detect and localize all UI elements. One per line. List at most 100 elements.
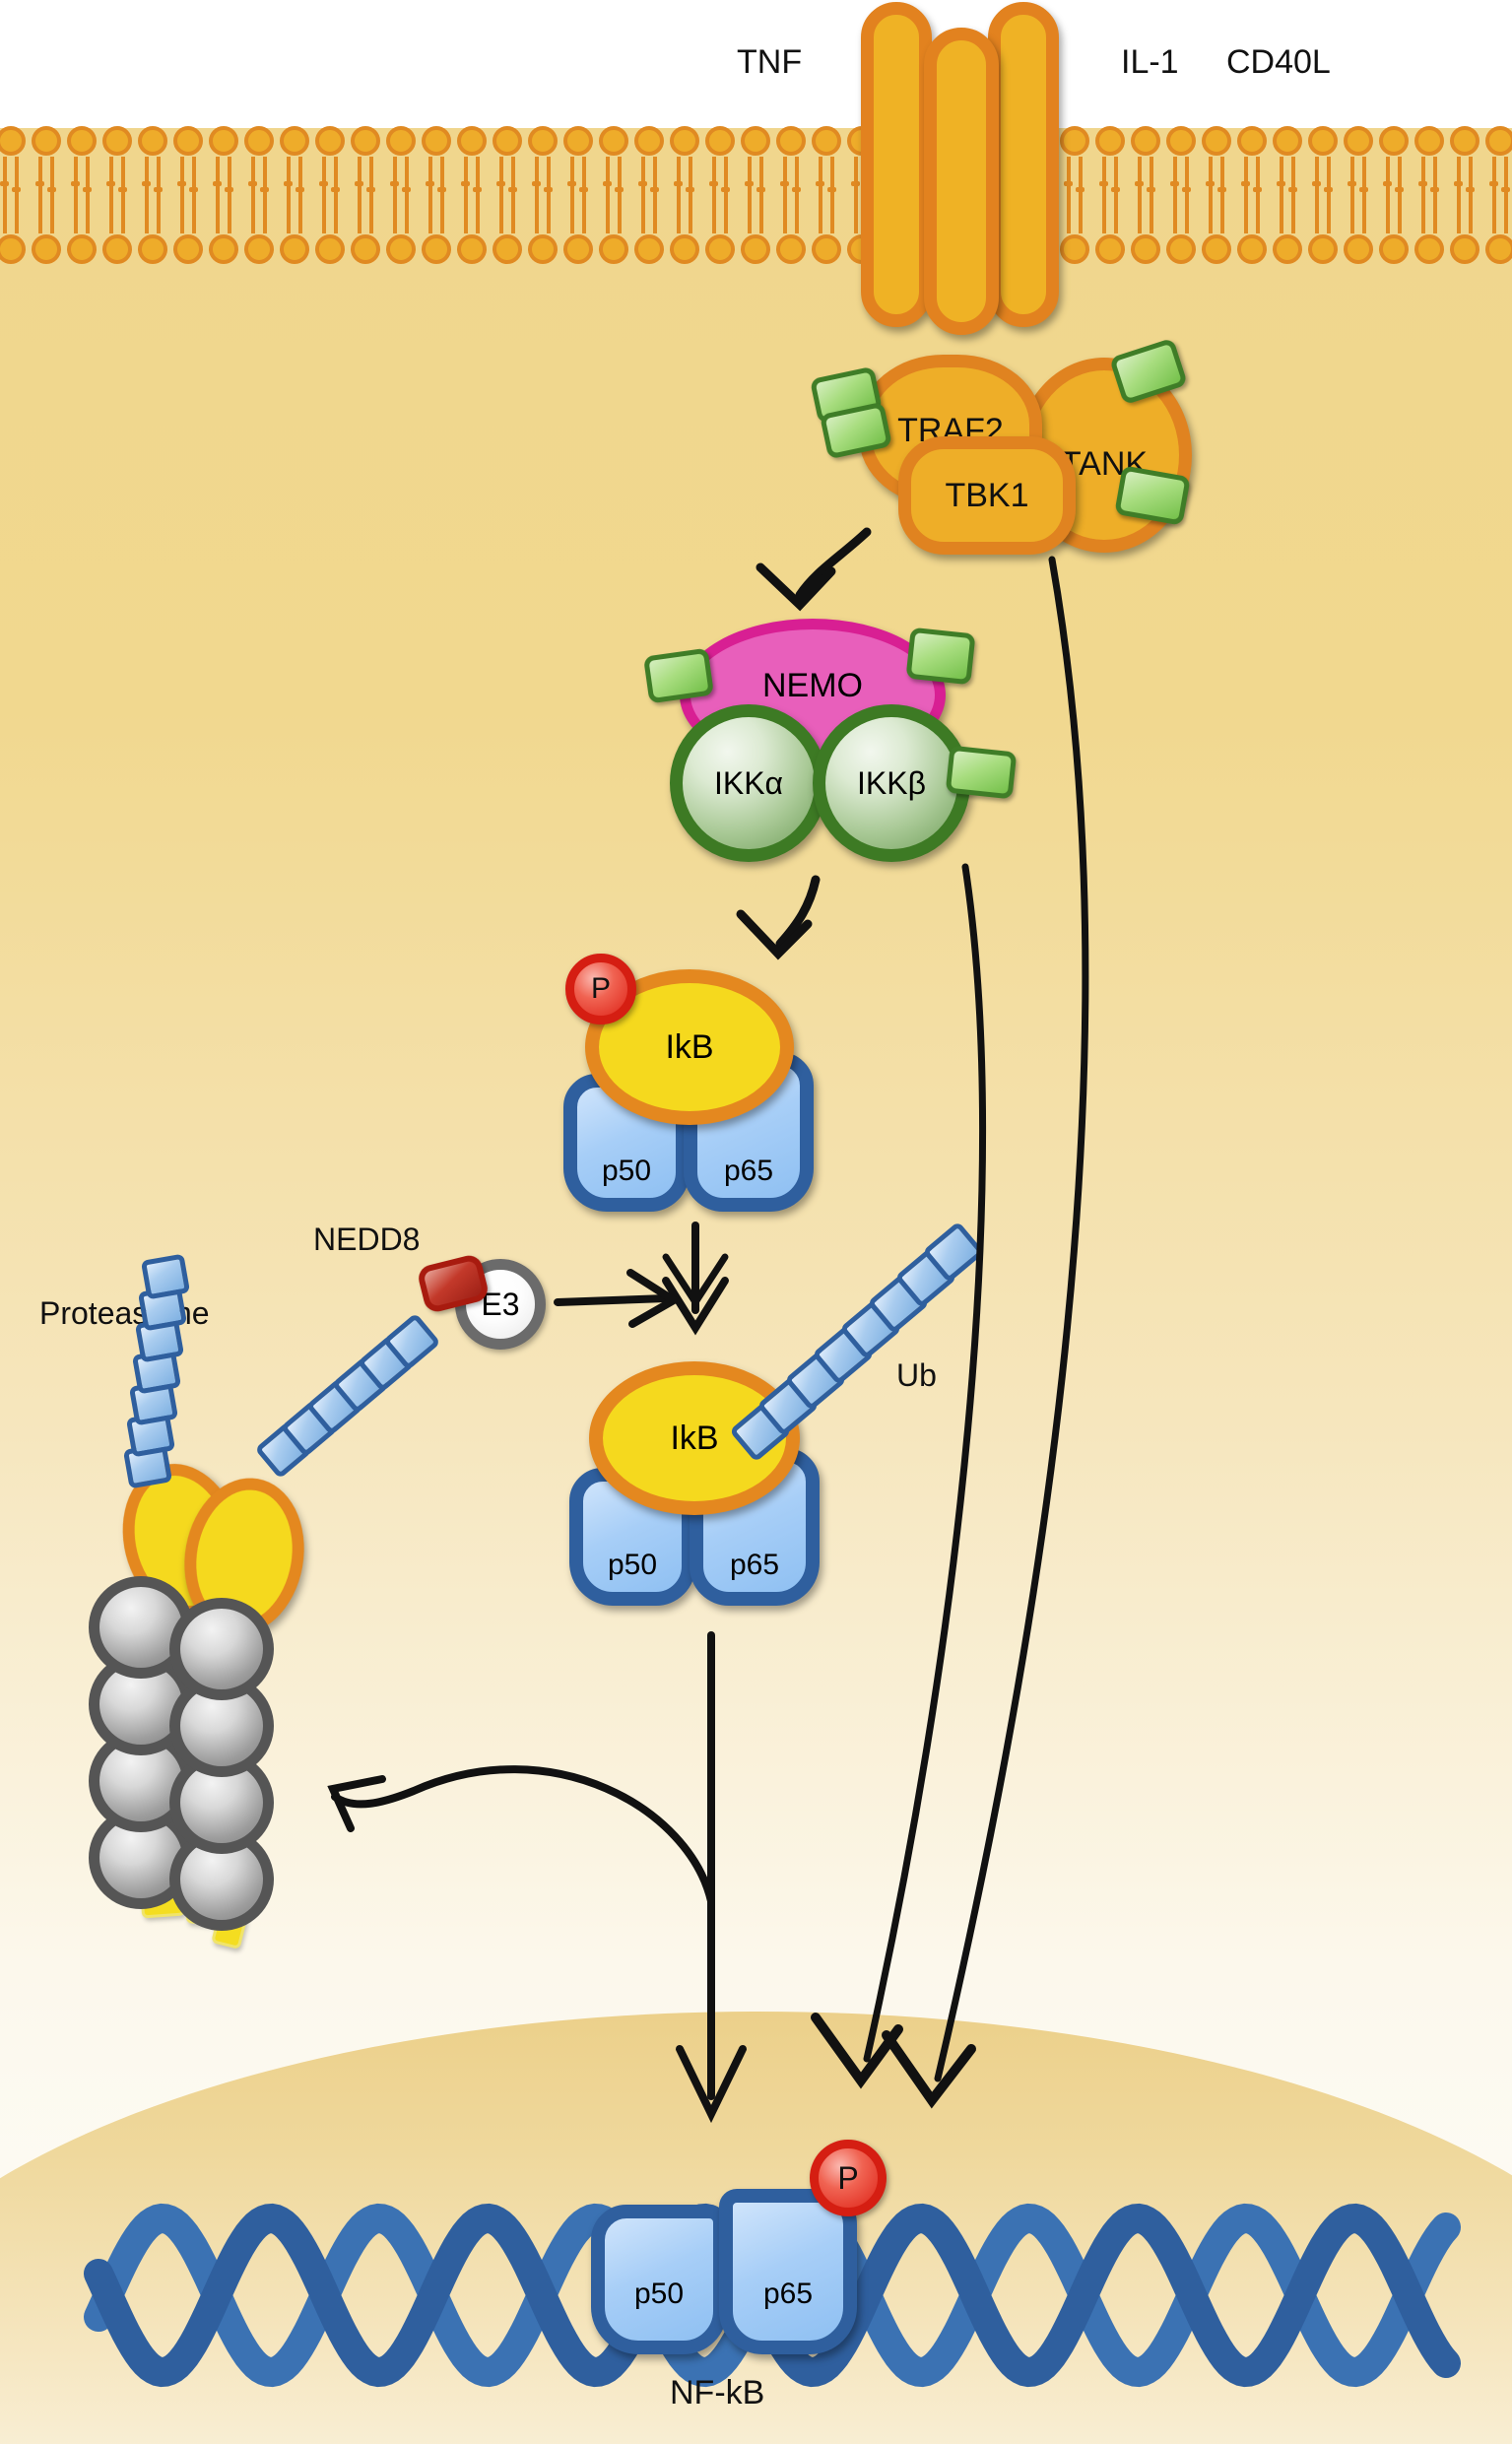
lipid-tail-icon <box>511 157 515 233</box>
phospholipid <box>1166 126 1202 264</box>
phospholipid <box>528 126 563 264</box>
lipid-tail-kink <box>1111 187 1120 192</box>
lipid-head-icon <box>1273 234 1302 264</box>
phospholipid <box>386 126 422 264</box>
lipid-tail-kink <box>615 187 624 192</box>
lipid-head-icon <box>457 126 487 156</box>
phospholipid <box>351 126 386 264</box>
ubiquitin-label: Ub <box>896 1357 937 1393</box>
lipid-head-icon <box>776 126 806 156</box>
lipid-tail-kink <box>780 181 789 186</box>
lipid-head-icon <box>102 126 132 156</box>
lipid-head-icon <box>315 126 345 156</box>
lipid-head-icon <box>1202 126 1231 156</box>
lipid-tail-kink <box>1206 181 1215 186</box>
lipid-tail-icon <box>1114 157 1118 233</box>
lipid-tail-icon <box>1315 157 1319 233</box>
lipid-head-icon <box>1485 126 1512 156</box>
lipid-tail-icon <box>440 157 444 233</box>
lipid-tail-kink <box>461 181 470 186</box>
receptor-subunit-left <box>861 2 932 327</box>
lipid-head-icon <box>1379 126 1409 156</box>
lipid-tail-icon <box>1102 157 1106 233</box>
lipid-head-icon <box>634 234 664 264</box>
phospholipid <box>634 126 670 264</box>
lipid-tail-kink <box>1489 181 1498 186</box>
lipid-tail-icon <box>641 157 645 233</box>
lipid-head-icon <box>741 234 770 264</box>
lipid-tail-icon <box>547 157 551 233</box>
lipid-tail-icon <box>1327 157 1331 233</box>
phospholipid <box>1450 126 1485 264</box>
lipid-tail-icon <box>724 157 728 233</box>
lipid-head-icon <box>280 234 309 264</box>
nfkb-label: NF-kB <box>670 2374 765 2411</box>
lipid-tail-kink <box>1241 181 1250 186</box>
phospholipid <box>776 126 812 264</box>
lipid-tail-kink <box>296 187 304 192</box>
lipid-tail-icon <box>74 157 78 233</box>
lipid-tail-icon <box>50 157 54 233</box>
phospholipid <box>599 126 634 264</box>
ubiquitin-tag-icon <box>945 745 1018 800</box>
lipid-tail-kink <box>496 181 505 186</box>
phospholipid <box>493 126 528 264</box>
phospholipid <box>138 126 173 264</box>
lipid-head-icon <box>386 126 416 156</box>
phospho-group-nucleus: P <box>810 2140 887 2216</box>
phospholipid <box>280 126 315 264</box>
lipid-tail-kink <box>721 187 730 192</box>
lipid-tail-kink <box>851 181 860 186</box>
lipid-tail-icon <box>795 157 799 233</box>
lipid-head-icon <box>209 234 238 264</box>
lipid-tail-icon <box>216 157 220 233</box>
phospho-group-cytoplasm: P <box>565 954 636 1024</box>
lipid-tail-kink <box>1076 187 1085 192</box>
lipid-tail-icon <box>1504 157 1508 233</box>
lipid-tail-icon <box>38 157 42 233</box>
lipid-head-icon <box>1344 234 1373 264</box>
lipid-tail-icon <box>1492 157 1496 233</box>
phospholipid <box>1485 126 1512 264</box>
lipid-head-icon <box>634 126 664 156</box>
adaptor-tbk1-label: TBK1 <box>945 476 1029 514</box>
lipid-tail-icon <box>783 157 787 233</box>
lipid-head-icon <box>599 126 628 156</box>
lipid-tail-kink <box>260 187 269 192</box>
lipid-tail-icon <box>393 157 397 233</box>
lipid-tail-icon <box>677 157 681 233</box>
p65-label: p65 <box>762 2278 814 2310</box>
lipid-tail-kink <box>1418 181 1427 186</box>
lipid-tail-kink <box>118 187 127 192</box>
lipid-tail-kink <box>402 187 411 192</box>
lipid-tail-kink <box>603 181 612 186</box>
lipid-head-icon <box>528 126 558 156</box>
lipid-tail-icon <box>1256 157 1260 233</box>
lipid-tail-kink <box>189 187 198 192</box>
lipid-head-icon <box>1237 234 1267 264</box>
ligand-label-tnf: TNF <box>737 43 803 81</box>
lipid-tail-kink <box>1277 181 1285 186</box>
lipid-tail-kink <box>225 187 233 192</box>
lipid-tail-kink <box>0 181 9 186</box>
lipid-head-icon <box>351 126 380 156</box>
phospholipid <box>741 126 776 264</box>
lipid-tail-kink <box>390 181 399 186</box>
lipid-tail-kink <box>544 187 553 192</box>
lipid-head-icon <box>1095 234 1125 264</box>
lipid-head-icon <box>493 126 522 156</box>
phospholipid <box>1273 126 1308 264</box>
lipid-tail-kink <box>47 187 56 192</box>
lipid-tail-icon <box>1067 157 1071 233</box>
lipid-tail-icon <box>3 157 7 233</box>
lipid-tail-icon <box>1291 157 1295 233</box>
lipid-tail-kink <box>35 181 44 186</box>
lipid-tail-icon <box>121 157 125 233</box>
lipid-tail-kink <box>142 181 151 186</box>
phospholipid <box>670 126 705 264</box>
e3-label: E3 <box>481 1286 520 1322</box>
lipid-tail-icon <box>287 157 291 233</box>
phospholipid <box>0 126 32 264</box>
phospholipid <box>1202 126 1237 264</box>
lipid-tail-icon <box>476 157 480 233</box>
